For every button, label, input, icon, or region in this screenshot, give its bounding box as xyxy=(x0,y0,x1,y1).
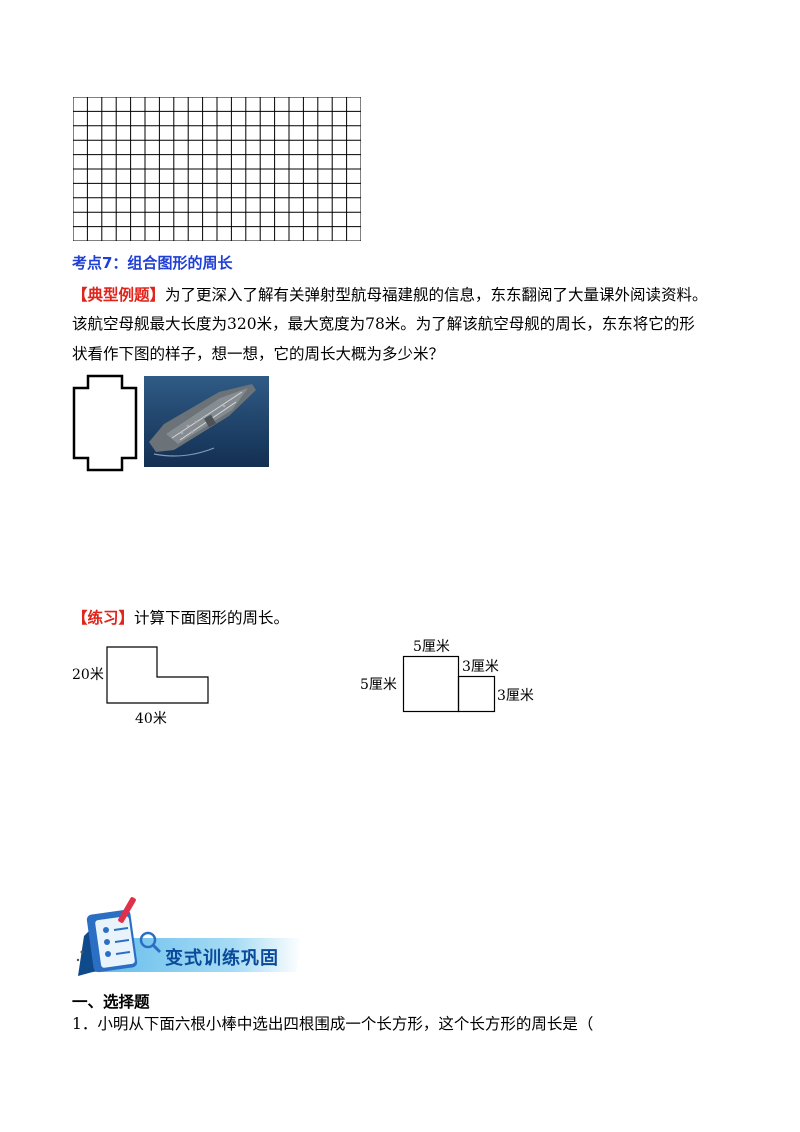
practice-tag: 【练习】 xyxy=(72,608,135,627)
example-line-3: 状看作下图的样子，想一想，它的周长大概为多少米？ xyxy=(72,345,445,363)
big-square-left-label: 5厘米 xyxy=(360,677,397,693)
question-1: 1．小明从下面六根小棒中选出四根围成一个长方形，这个长方形的周长是（ xyxy=(72,1015,594,1033)
big-square-top-label: 5厘米 xyxy=(413,639,450,655)
example-line-2: 该航空母舰最大长度为320米，最大宽度为78米。为了解该航空母舰的周长，东东将它… xyxy=(72,315,695,333)
practice-text: 计算下面图形的周长。 xyxy=(134,609,290,627)
empty-grid xyxy=(73,97,361,241)
practice-banner xyxy=(76,897,302,976)
l-shape-width-label: 40米 xyxy=(135,711,167,727)
small-square-top-label: 3厘米 xyxy=(462,659,499,675)
section-heading: 一、选择题 xyxy=(72,993,150,1011)
example-line-1: 【典型例题】为了更深入了解有关弹射型航母福建舰的信息，东东翻阅了大量课外阅读资料… xyxy=(72,281,732,309)
example-tag: 【典型例题】 xyxy=(72,285,166,304)
aircraft-carrier-photo xyxy=(144,376,269,467)
carrier-outline-figure xyxy=(72,374,138,472)
example-text-1: 为了更深入了解有关弹射型航母福建舰的信息，东东翻阅了大量课外阅读资料。 xyxy=(165,286,708,304)
practice-line: 【练习】计算下面图形的周长。 xyxy=(72,604,732,632)
two-squares-figure xyxy=(402,655,496,713)
topic-heading: 考点7：组合图形的周长 xyxy=(72,254,233,272)
banner-title: 变式训练巩固 xyxy=(165,948,279,969)
l-shape-height-label: 20米 xyxy=(72,667,104,683)
small-square-right-label: 3厘米 xyxy=(497,688,534,704)
l-shape-figure xyxy=(106,646,209,704)
